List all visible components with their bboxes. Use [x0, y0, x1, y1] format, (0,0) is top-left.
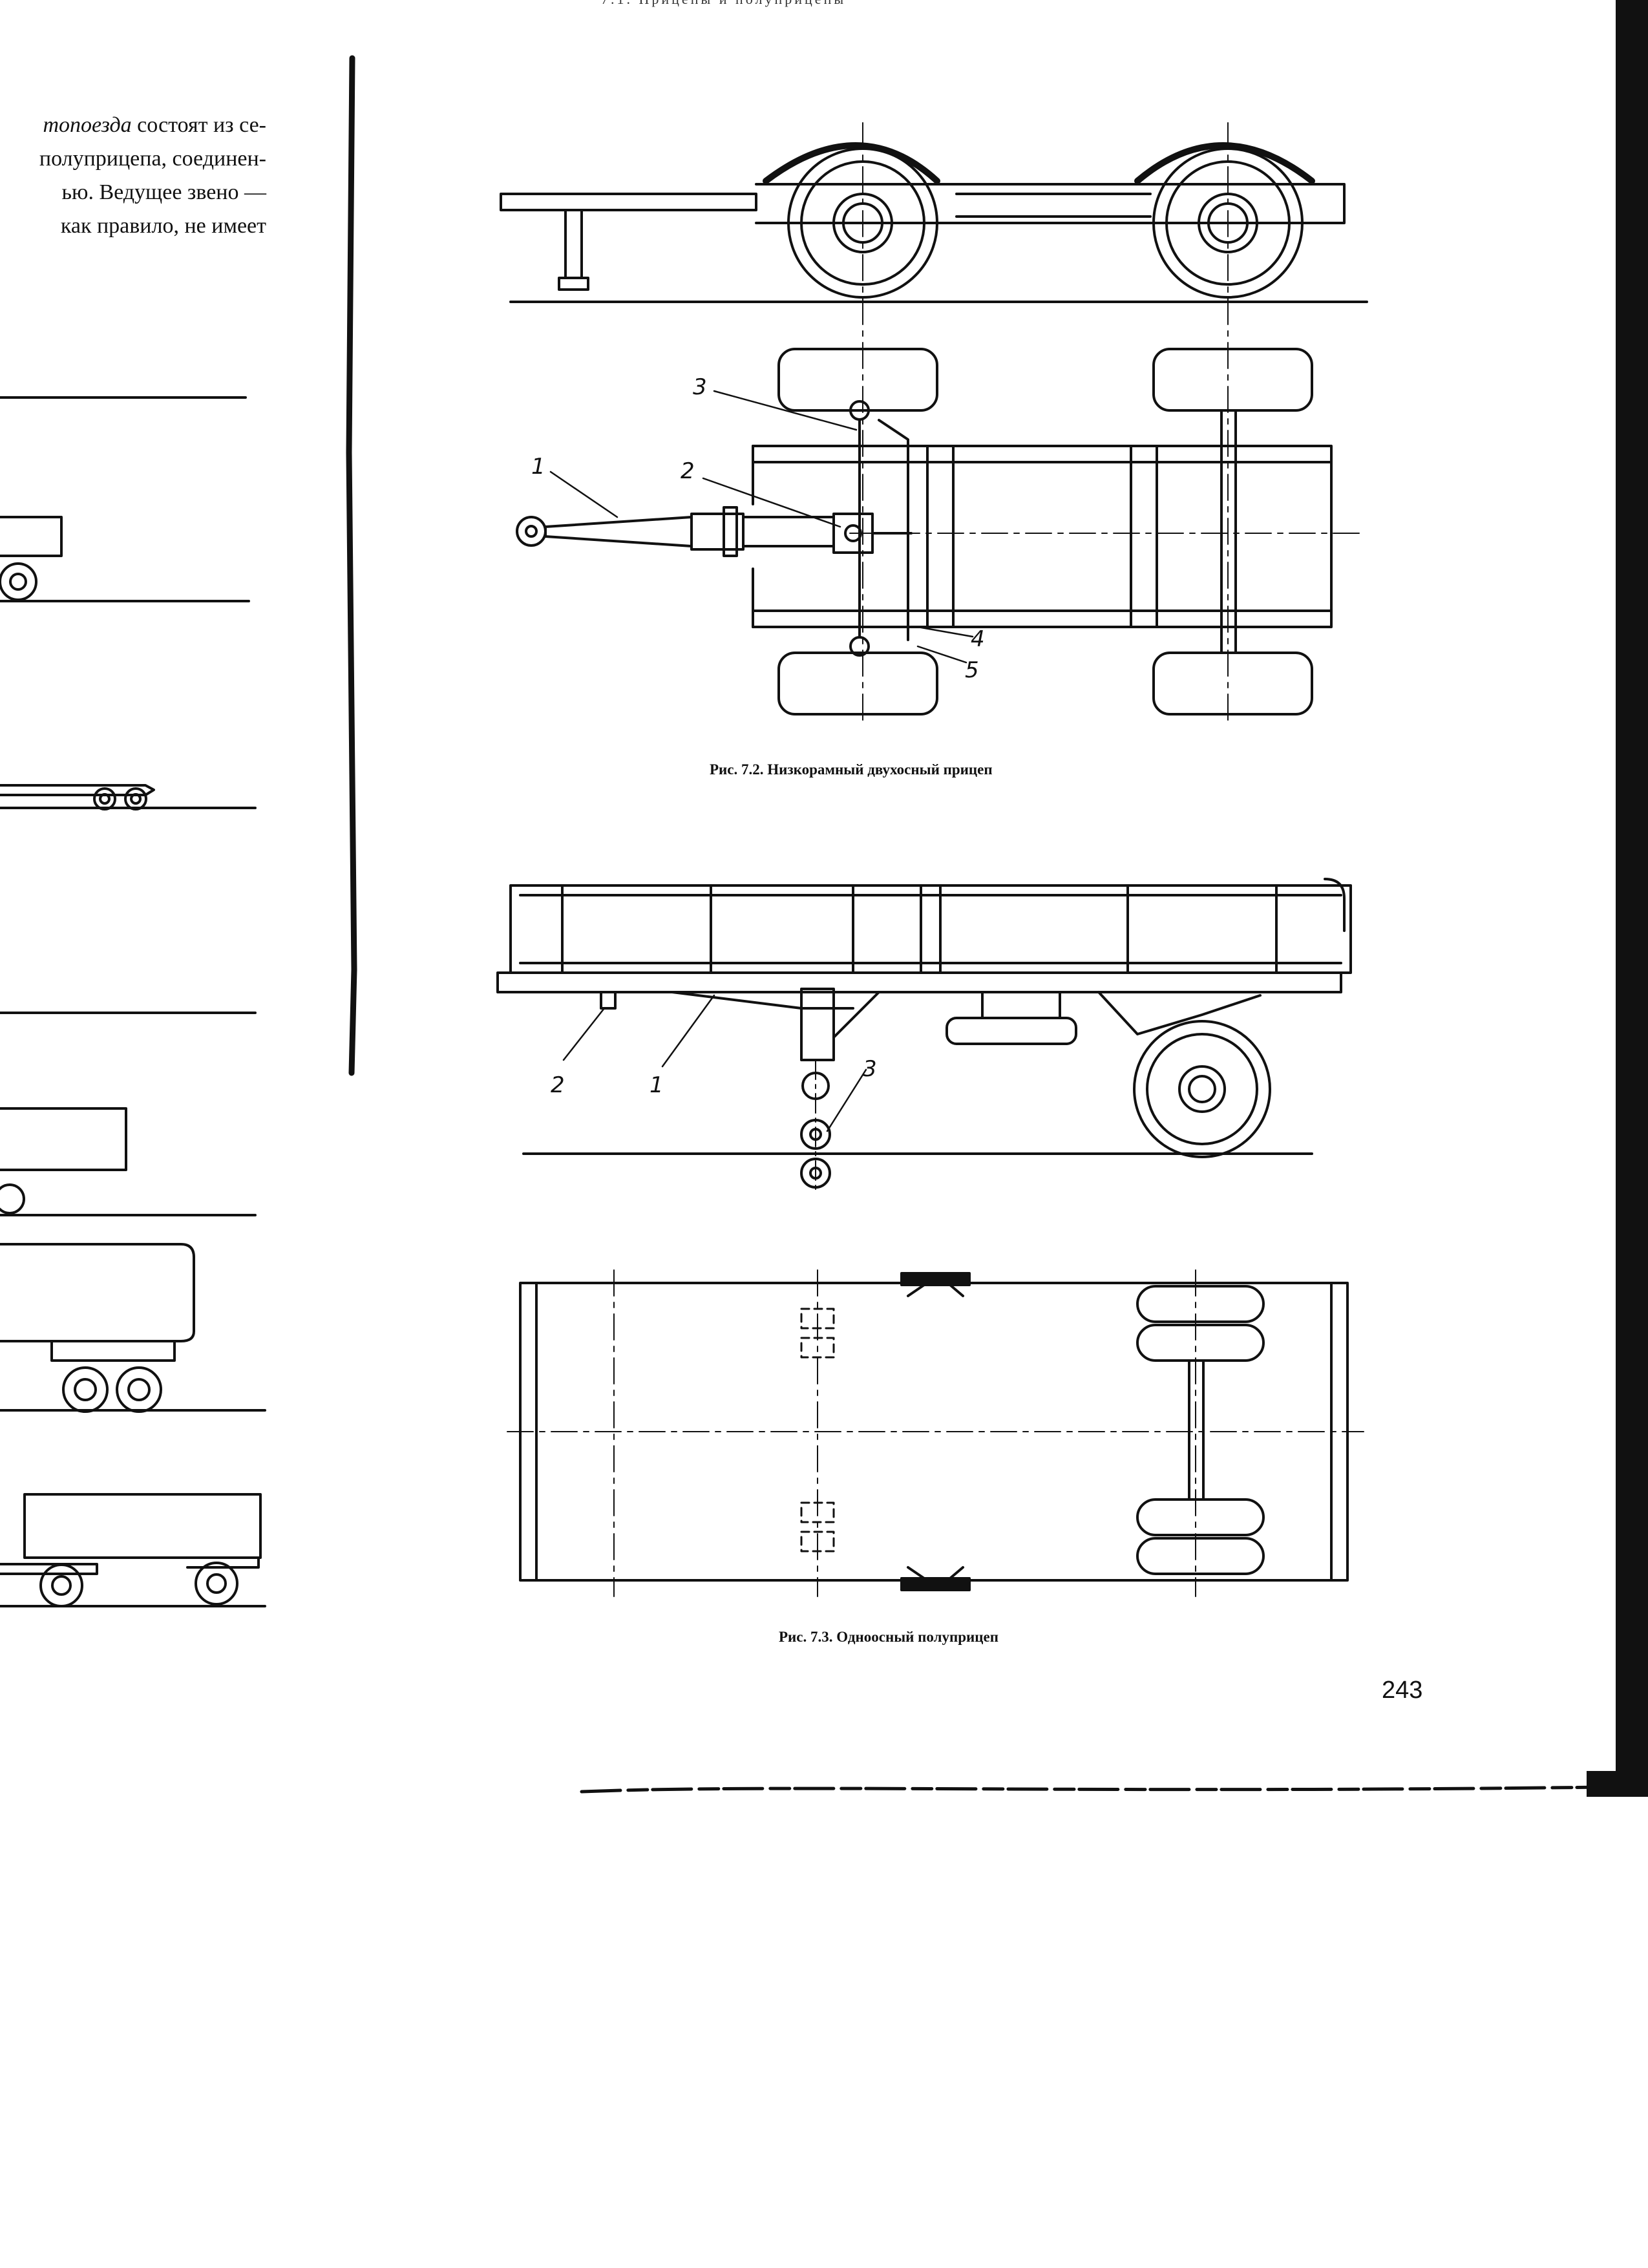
page-number: 243 — [1382, 1677, 1423, 1704]
figure-7-3-leaders — [562, 994, 867, 1132]
figure-7-2-callouts: 1 2 3 4 5 — [531, 374, 985, 683]
body-text-fragment: топоезда состоят из се- полуприцепа, сое… — [0, 109, 266, 243]
left-sketch-5 — [0, 1493, 266, 1607]
body-text-line-4: как правило, не имеет — [60, 214, 266, 238]
figure-7-2-leaders — [549, 390, 974, 664]
callout-3: 3 — [693, 374, 707, 400]
figure-7-3-top-view — [507, 1269, 1364, 1597]
left-sketch-1 — [0, 396, 250, 602]
callout-4: 4 — [971, 626, 985, 652]
body-text-line-3: ью. Ведущее звено — — [61, 180, 266, 204]
callout-1: 1 — [650, 1072, 664, 1098]
figure-7-2-caption: Рис. 7.2. Низкорамный двухосный прицеп — [710, 761, 993, 778]
figure-7-3-side-view — [496, 878, 1352, 1193]
figure-7-3-callouts: 1 2 3 — [551, 1056, 877, 1098]
body-text-emphasis: топоезда — [43, 113, 132, 137]
callout-2: 2 — [551, 1072, 565, 1098]
figure-7-2-top-view — [516, 348, 1364, 715]
figure-7-3-caption: Рис. 7.3. Одноосный полуприцеп — [779, 1629, 999, 1645]
left-sketch-2 — [0, 784, 257, 811]
figure-7-2-side-view — [500, 122, 1368, 725]
left-sketch-4 — [0, 1243, 266, 1413]
gutter-shadow — [346, 0, 1648, 1797]
callout-1: 1 — [531, 454, 545, 480]
body-text-line-1-rest: состоят из се- — [131, 113, 266, 137]
callout-5: 5 — [965, 657, 979, 683]
running-head: 7.1. Прицепы и полуприцепы — [601, 0, 846, 8]
callout-2: 2 — [681, 458, 695, 484]
callout-3: 3 — [863, 1056, 877, 1082]
left-sketch-3 — [0, 1012, 257, 1216]
body-text-line-2: полуприцепа, соединен- — [39, 147, 266, 171]
body-text-line-1: топоезда состоят из се- — [0, 109, 266, 142]
